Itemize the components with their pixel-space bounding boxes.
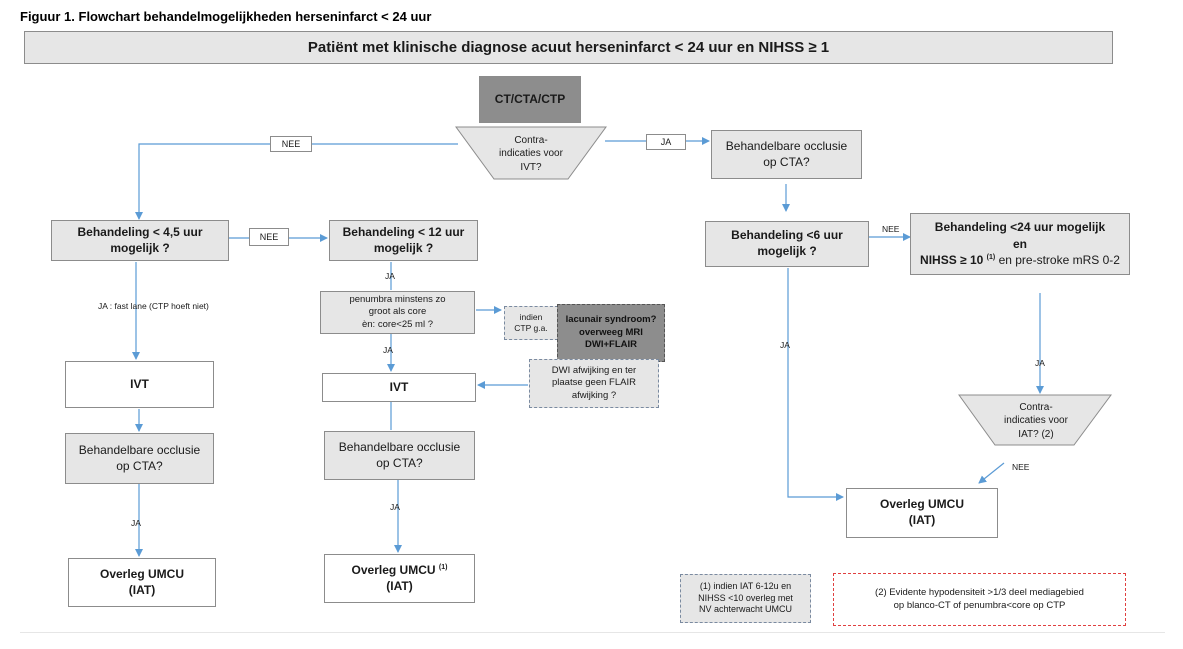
treat24-line2: en [1012, 236, 1027, 251]
middle-iat-text: (IAT) [386, 578, 413, 593]
contra-iat-text: Contra- indicaties voor IAT? (2) [1004, 401, 1068, 440]
treat24-box: Behandeling <24 uur mogelijk en NIHSS ≥ … [910, 213, 1130, 275]
contra-iat-shape [958, 394, 1112, 446]
label-ja-mid-occl: JA [390, 502, 400, 512]
treat24-sup: (1) [986, 254, 996, 262]
contra-ivt-shape [455, 126, 607, 180]
label-ja-24: JA [1035, 358, 1045, 368]
middle-overleg-text: Overleg UMCU [351, 562, 436, 577]
header-box: Patiënt met klinische diagnose acuut her… [24, 31, 1113, 64]
label-nee-45: NEE [249, 228, 289, 246]
right-overleg-box: Overleg UMCU (IAT) [846, 488, 998, 538]
left-ivt-box: IVT [65, 361, 214, 408]
note1-box: (1) indien IAT 6-12u en NIHSS <10 overle… [680, 574, 811, 623]
fastlane-text: JA : fast lane (CTP hoeft niet) [98, 301, 209, 311]
left-occlusion-box: Behandelbare occlusie op CTA? [65, 433, 214, 484]
arrow-contra-iat-nee [978, 462, 1005, 484]
lacunair-box: lacunair syndroom? overweeg MRI DWI+FLAI… [557, 304, 665, 362]
treat24-line3b: en pre-stroke mRS 0-2 [998, 253, 1120, 268]
treat6-box: Behandeling <6 uur mogelijk ? [705, 221, 869, 267]
dwi-box: DWI afwijking en ter plaatse geen FLAIR … [529, 359, 659, 408]
left-overleg-box: Overleg UMCU (IAT) [68, 558, 216, 607]
bottom-divider [20, 632, 1165, 633]
label-ja-left-occl: JA [131, 518, 141, 528]
arrow-contra-nee [135, 143, 458, 220]
label-nee-6: NEE [882, 224, 900, 234]
arrow-6-ja [787, 268, 844, 501]
middle-ivt-text: IVT [389, 379, 409, 394]
label-ja-contra: JA [646, 134, 686, 150]
indien-ctp-box: indien CTP g.a. [504, 306, 558, 340]
figure-title: Figuur 1. Flowchart behandelmogelijkhede… [20, 9, 432, 24]
treat12-box: Behandeling < 12 uur mogelijk ? [329, 220, 478, 261]
ct-text: CT/CTA/CTP [494, 91, 566, 106]
middle-overleg-box: Overleg UMCU (1) (IAT) [324, 554, 475, 603]
label-nee-iat: NEE [1012, 462, 1030, 472]
note2-box: (2) Evidente hypodensiteit >1/3 deel med… [833, 573, 1126, 626]
contra-ivt-text: Contra- indicaties voor IVT? [499, 134, 563, 173]
middle-overleg-sup: (1) [438, 563, 448, 571]
ct-box: CT/CTA/CTP [479, 76, 581, 123]
label-ja-12: JA [385, 271, 395, 281]
right-occlusion-box: Behandelbare occlusie op CTA? [711, 130, 862, 179]
treat24-line1: Behandeling <24 uur mogelijk [934, 219, 1106, 234]
label-nee-contra: NEE [270, 136, 312, 152]
left-ivt-text: IVT [130, 376, 149, 391]
middle-ivt-box: IVT [322, 373, 476, 402]
treat45-box: Behandeling < 4,5 uur mogelijk ? [51, 220, 229, 261]
treat24-line3: NIHSS ≥ 10 [920, 253, 984, 268]
label-ja-6: JA [780, 340, 790, 350]
header-text: Patiënt met klinische diagnose acuut her… [307, 38, 830, 56]
penumbra-box: penumbra minstens zo groot als core èn: … [320, 291, 475, 334]
middle-occlusion-box: Behandelbare occlusie op CTA? [324, 431, 475, 480]
label-ja-penumbra: JA [383, 345, 393, 355]
